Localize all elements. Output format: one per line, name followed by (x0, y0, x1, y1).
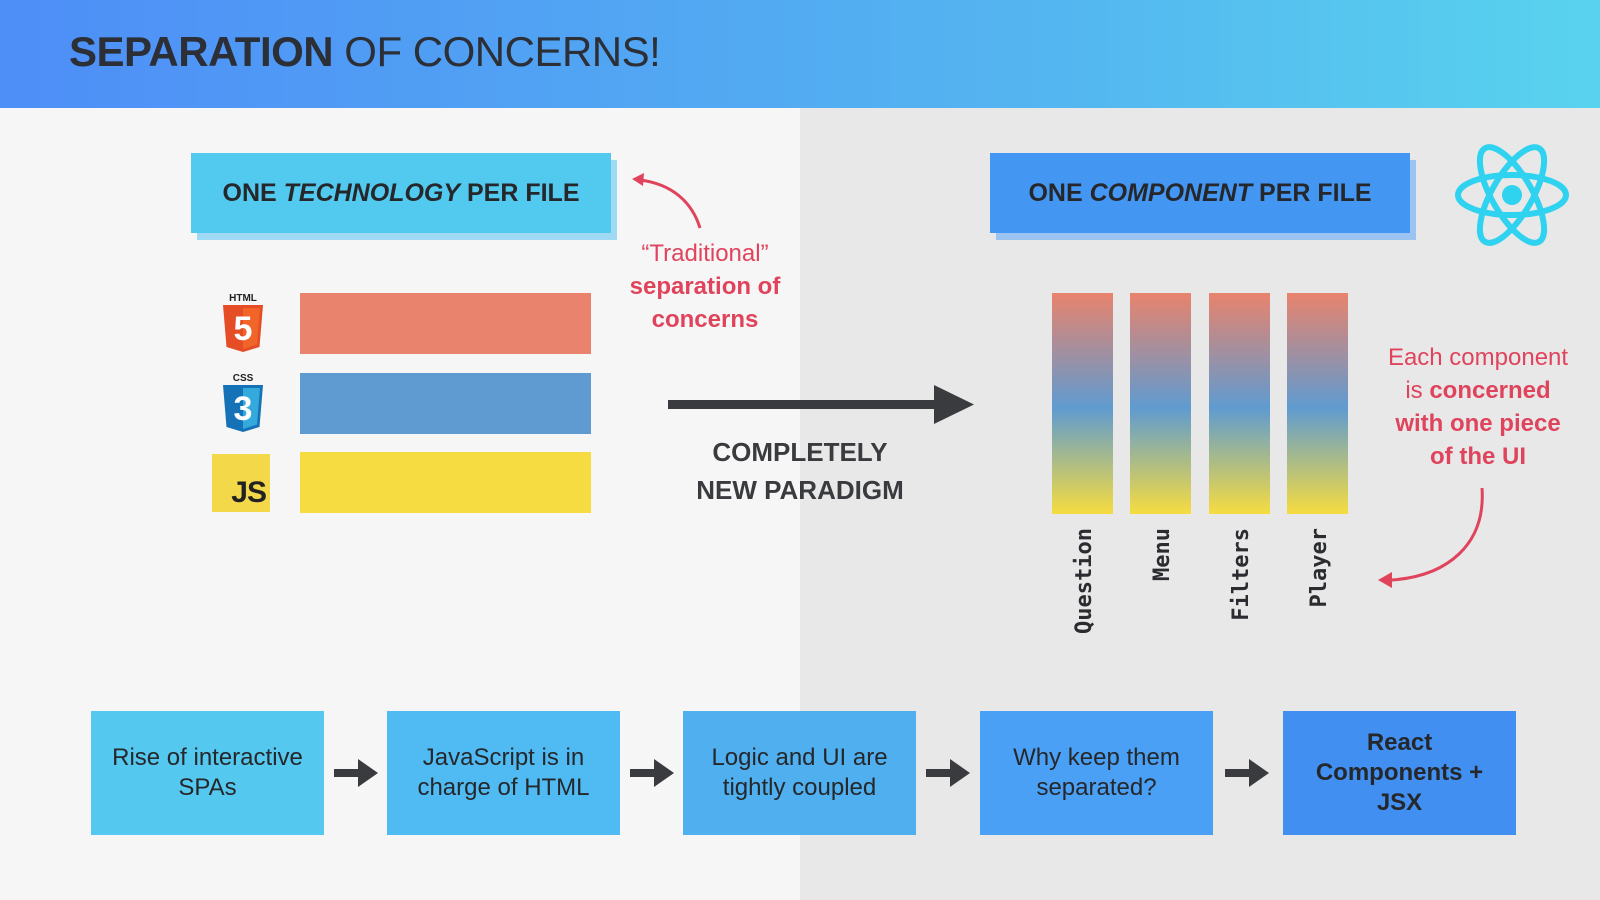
css-bar (300, 373, 591, 434)
component-note: Each component is concerned with one pie… (1368, 341, 1588, 473)
html-bar (300, 293, 591, 354)
flow-step-5: React Components + JSX (1283, 711, 1516, 835)
note-line-2-pre: is (1405, 377, 1430, 404)
note-line-4: of the UI (1430, 443, 1526, 470)
title-bold: SEPARATION (69, 28, 334, 75)
heading-em: TECHNOLOGY (283, 178, 461, 207)
traditional-note: “Traditional” separation of concerns (610, 237, 800, 336)
component-bar-player (1287, 293, 1348, 514)
paradigm-line-2: NEW PARADIGM (696, 475, 904, 505)
component-label-filters: Filters (1226, 528, 1256, 648)
css3-icon: CSS 3 (220, 372, 266, 436)
label-text: Menu (1149, 528, 1175, 581)
js-bar (300, 452, 591, 513)
arrow-right-icon (1225, 758, 1269, 788)
note-line-1: Each component (1387, 344, 1569, 371)
component-bar-filters (1209, 293, 1270, 514)
html5-icon: HTML 5 (220, 292, 266, 356)
arrow-right-icon (630, 758, 674, 788)
js-logo-text: JS (231, 476, 267, 509)
component-bar-question (1052, 293, 1113, 514)
html-logo-text: HTML (229, 293, 257, 304)
note-line-3: concerns (651, 306, 759, 333)
component-bar-menu (1130, 293, 1191, 514)
heading-em: COMPONENT (1089, 178, 1253, 207)
component-label-menu: Menu (1147, 528, 1177, 648)
flow-step-3: Logic and UI are tightly coupled (683, 711, 916, 835)
html-logo-number: 5 (234, 310, 253, 348)
header-bar (0, 0, 1600, 108)
label-text: Filters (1228, 528, 1254, 621)
note-line-3: with one piece (1395, 410, 1561, 437)
technology-per-file-heading: ONE TECHNOLOGY PER FILE (191, 153, 611, 233)
paradigm-line-1: COMPLETELY (712, 437, 888, 467)
note-line-2-bold: concerned (1429, 377, 1551, 404)
flow-step-4: Why keep them separated? (980, 711, 1213, 835)
note-line-2: separation of (629, 273, 781, 300)
heading-post: PER FILE (460, 178, 580, 207)
title-rest: OF CONCERNS! (344, 28, 661, 75)
label-text: Question (1071, 528, 1097, 634)
heading-pre: ONE (222, 178, 284, 207)
arrow-right-icon (926, 758, 970, 788)
note-line-1: “Traditional” (641, 240, 769, 267)
component-label-question: Question (1069, 528, 1099, 648)
js-icon: JS (212, 454, 270, 512)
flow-step-2: JavaScript is in charge of HTML (387, 711, 620, 835)
component-label-player: Player (1304, 528, 1334, 648)
css-logo-text: CSS (233, 373, 254, 384)
css-logo-number: 3 (234, 390, 253, 428)
flow-step-1: Rise of interactive SPAs (91, 711, 324, 835)
arrow-right-icon (334, 758, 378, 788)
arrow-right-icon (668, 384, 978, 424)
label-text: Player (1306, 528, 1332, 608)
slide-title: SEPARATION OF CONCERNS! (69, 28, 661, 76)
component-per-file-heading: ONE COMPONENT PER FILE (990, 153, 1410, 233)
heading-pre: ONE (1028, 178, 1090, 207)
curved-arrow-icon (628, 168, 708, 232)
heading-post: PER FILE (1252, 178, 1372, 207)
paradigm-label: COMPLETELY NEW PARADIGM (660, 433, 940, 509)
curved-arrow-icon (1374, 484, 1494, 592)
react-icon (1454, 140, 1570, 250)
